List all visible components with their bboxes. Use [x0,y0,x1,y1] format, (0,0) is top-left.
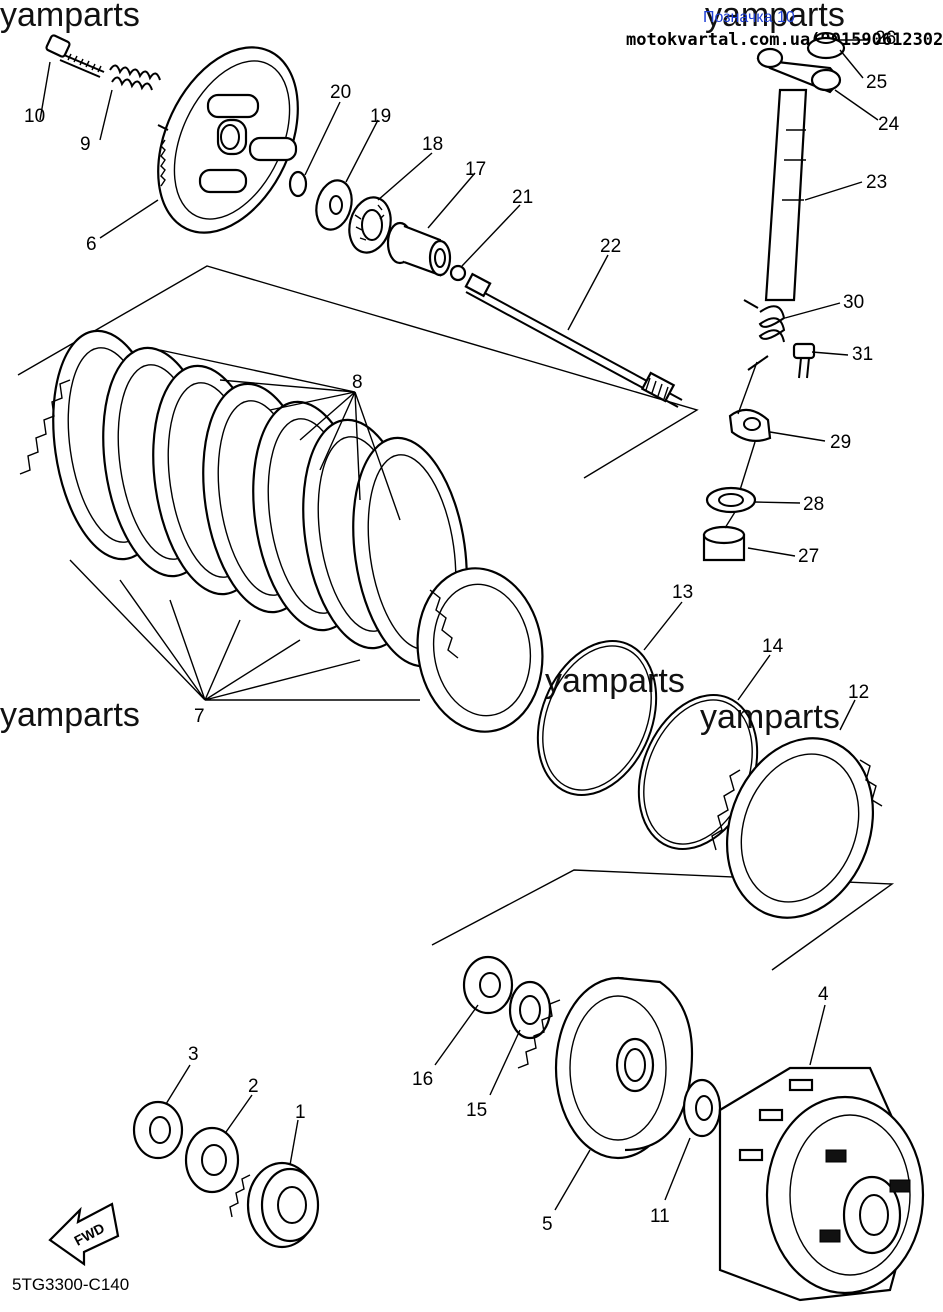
part-2-lock-washer [184,1126,240,1194]
part-6-pressure-plate [157,46,299,234]
callout-25: 25 [866,72,887,93]
callout-11: 11 [650,1206,670,1227]
callout-12: 12 [848,682,869,703]
part-22-push-rod [464,272,683,408]
part-9-spring [109,64,161,91]
part-10-bolt [45,34,105,78]
part-17-push-piece [386,221,452,277]
callout-7: 7 [194,706,205,727]
part-23-shaft [764,88,808,302]
part-15-lock-washer [508,980,552,1040]
part-28-oil-seal [705,486,757,514]
watermark-mid-right: yamparts [700,698,840,736]
part-30-spring [743,299,786,371]
site-text: motokvartal.com.ua(9015906123026 [626,30,943,50]
part-31-bolt [792,342,816,379]
part-12-plate [711,737,883,919]
clutch-plate-stack [19,329,544,733]
callout-29: 29 [830,432,851,453]
callout-23: 23 [866,172,887,193]
callout-4: 4 [818,984,829,1005]
callout-19: 19 [370,106,391,127]
watermark-top-right: yamparts [705,0,845,34]
callout-3: 3 [188,1044,199,1065]
callout-13: 13 [672,582,693,603]
callout-14: 14 [762,636,784,657]
callout-18: 18 [422,134,443,155]
part-27-bushing [702,525,746,562]
watermark-top-left: yamparts [0,0,140,34]
watermark-center: yamparts [545,662,685,700]
part-26-washer [815,32,837,44]
callout-30: 30 [843,292,864,313]
callout-31: 31 [852,344,873,365]
callout-27: 27 [798,546,819,567]
header-link[interactable]: Позначка 10 [703,9,795,26]
callout-15: 15 [466,1100,487,1121]
callout-10: 10 [24,106,45,127]
callout-16: 16 [412,1069,433,1090]
watermark-mid-left: yamparts [0,696,140,734]
callout-1: 1 [295,1102,306,1123]
callout-5: 5 [542,1214,553,1235]
part-20-circlip [288,170,308,198]
part-16-nut [462,955,514,1015]
callout-21: 21 [512,187,533,208]
part-11-washer [682,1078,722,1138]
callout-20: 20 [330,82,351,103]
part-13-wire-ring [536,640,658,796]
part-24-lever [756,47,842,94]
part-18-bearing [348,196,392,254]
part-1-gear [229,1161,320,1249]
callout-6: 6 [86,234,97,255]
part-21-ball [449,264,467,282]
callout-28: 28 [803,494,824,515]
part-29-plate [728,408,772,443]
callout-17: 17 [465,159,486,180]
callout-2: 2 [248,1076,259,1097]
part-19-washer [315,179,353,231]
callout-24: 24 [878,114,900,135]
part-4-clutch-housing [718,1066,925,1302]
callout-8: 8 [352,372,363,393]
part-3-nut [132,1100,184,1160]
callout-22: 22 [600,236,621,257]
callout-9: 9 [80,134,91,155]
part-5-clutch-boss [517,976,694,1160]
diagram-code: 5TG3300-C140 [12,1275,129,1294]
fwd-arrow: FWD [48,1202,120,1267]
part-25-nut [806,36,846,60]
callout-26: 26 [875,28,896,49]
